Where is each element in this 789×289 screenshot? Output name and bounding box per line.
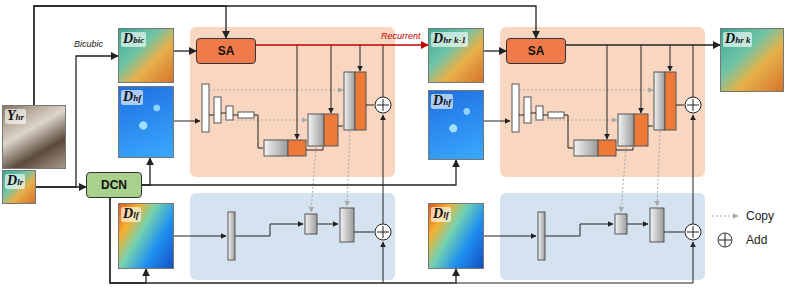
connector-arrow — [142, 158, 150, 185]
node-label: SA — [218, 44, 235, 58]
node-label: Dlf — [431, 207, 451, 222]
connector-arrow — [566, 44, 720, 45]
edge-label: Bicubic — [74, 39, 103, 50]
node-label: SA — [528, 44, 545, 58]
connector-arrow — [36, 186, 86, 187]
legend-text: Copy — [746, 209, 774, 223]
node-label: Dlf — [121, 207, 141, 222]
node-label: DCN — [101, 178, 127, 192]
depth-map-tile: Dbic — [118, 28, 174, 83]
node-label: Dhr k — [723, 32, 752, 47]
depth-map-tile: Dhf — [428, 90, 484, 160]
legend-sample — [712, 216, 738, 217]
node-label: Yhr — [5, 109, 26, 124]
connector-arrow — [110, 198, 456, 283]
legend-text: Add — [746, 233, 767, 247]
connector-arrow — [174, 50, 196, 51]
stage-block — [174, 27, 395, 283]
depth-map-tile: Yhr — [2, 105, 66, 169]
depth-map-tile: Dhf — [118, 86, 174, 158]
wire — [456, 283, 693, 284]
node-label: Dhf — [431, 94, 453, 109]
node-label: Dbic — [121, 32, 146, 47]
edge-label: Recurrent — [381, 31, 421, 42]
depth-map-tile: Dlf — [428, 203, 484, 269]
depth-map-tile: Dhr k — [720, 28, 784, 92]
depth-map-tile: Dlf — [118, 203, 174, 269]
process-box: SA — [196, 38, 256, 64]
process-box: DCN — [86, 172, 142, 198]
stage-block — [484, 27, 705, 283]
connector-arrow — [142, 160, 456, 185]
process-box: SA — [506, 38, 566, 64]
node-label: Dlr — [5, 174, 25, 189]
connector-arrow — [484, 50, 506, 51]
node-label: Dhf — [121, 90, 143, 105]
connector-arrow — [256, 44, 428, 45]
depth-map-tile: Dhr k-1 — [428, 28, 484, 83]
depth-map-tile: Dlr — [2, 170, 36, 204]
node-label: Dhr k-1 — [431, 32, 468, 47]
legend-sample — [718, 233, 732, 247]
